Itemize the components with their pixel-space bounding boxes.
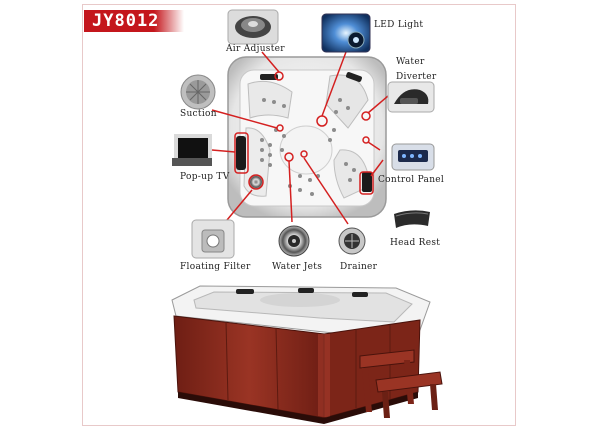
label-water-diverter-line1: Water	[396, 57, 425, 67]
label-air-adjuster: Air Adjuster	[226, 44, 285, 54]
product-frame	[82, 4, 516, 426]
label-water-diverter-line2: Diverter	[396, 72, 437, 82]
label-suction: Suction	[180, 109, 217, 119]
label-water-jets: Water Jets	[272, 262, 323, 272]
label-head-rest: Head Rest	[390, 238, 441, 248]
label-control-panel: Control Panel	[378, 175, 445, 185]
label-drainer: Drainer	[340, 262, 378, 272]
model-badge: JY8012	[84, 10, 184, 32]
label-floating-filter: Floating Filter	[180, 262, 251, 272]
label-popup-tv: Pop-up TV	[180, 172, 230, 182]
label-led-light: LED Light	[374, 20, 424, 30]
